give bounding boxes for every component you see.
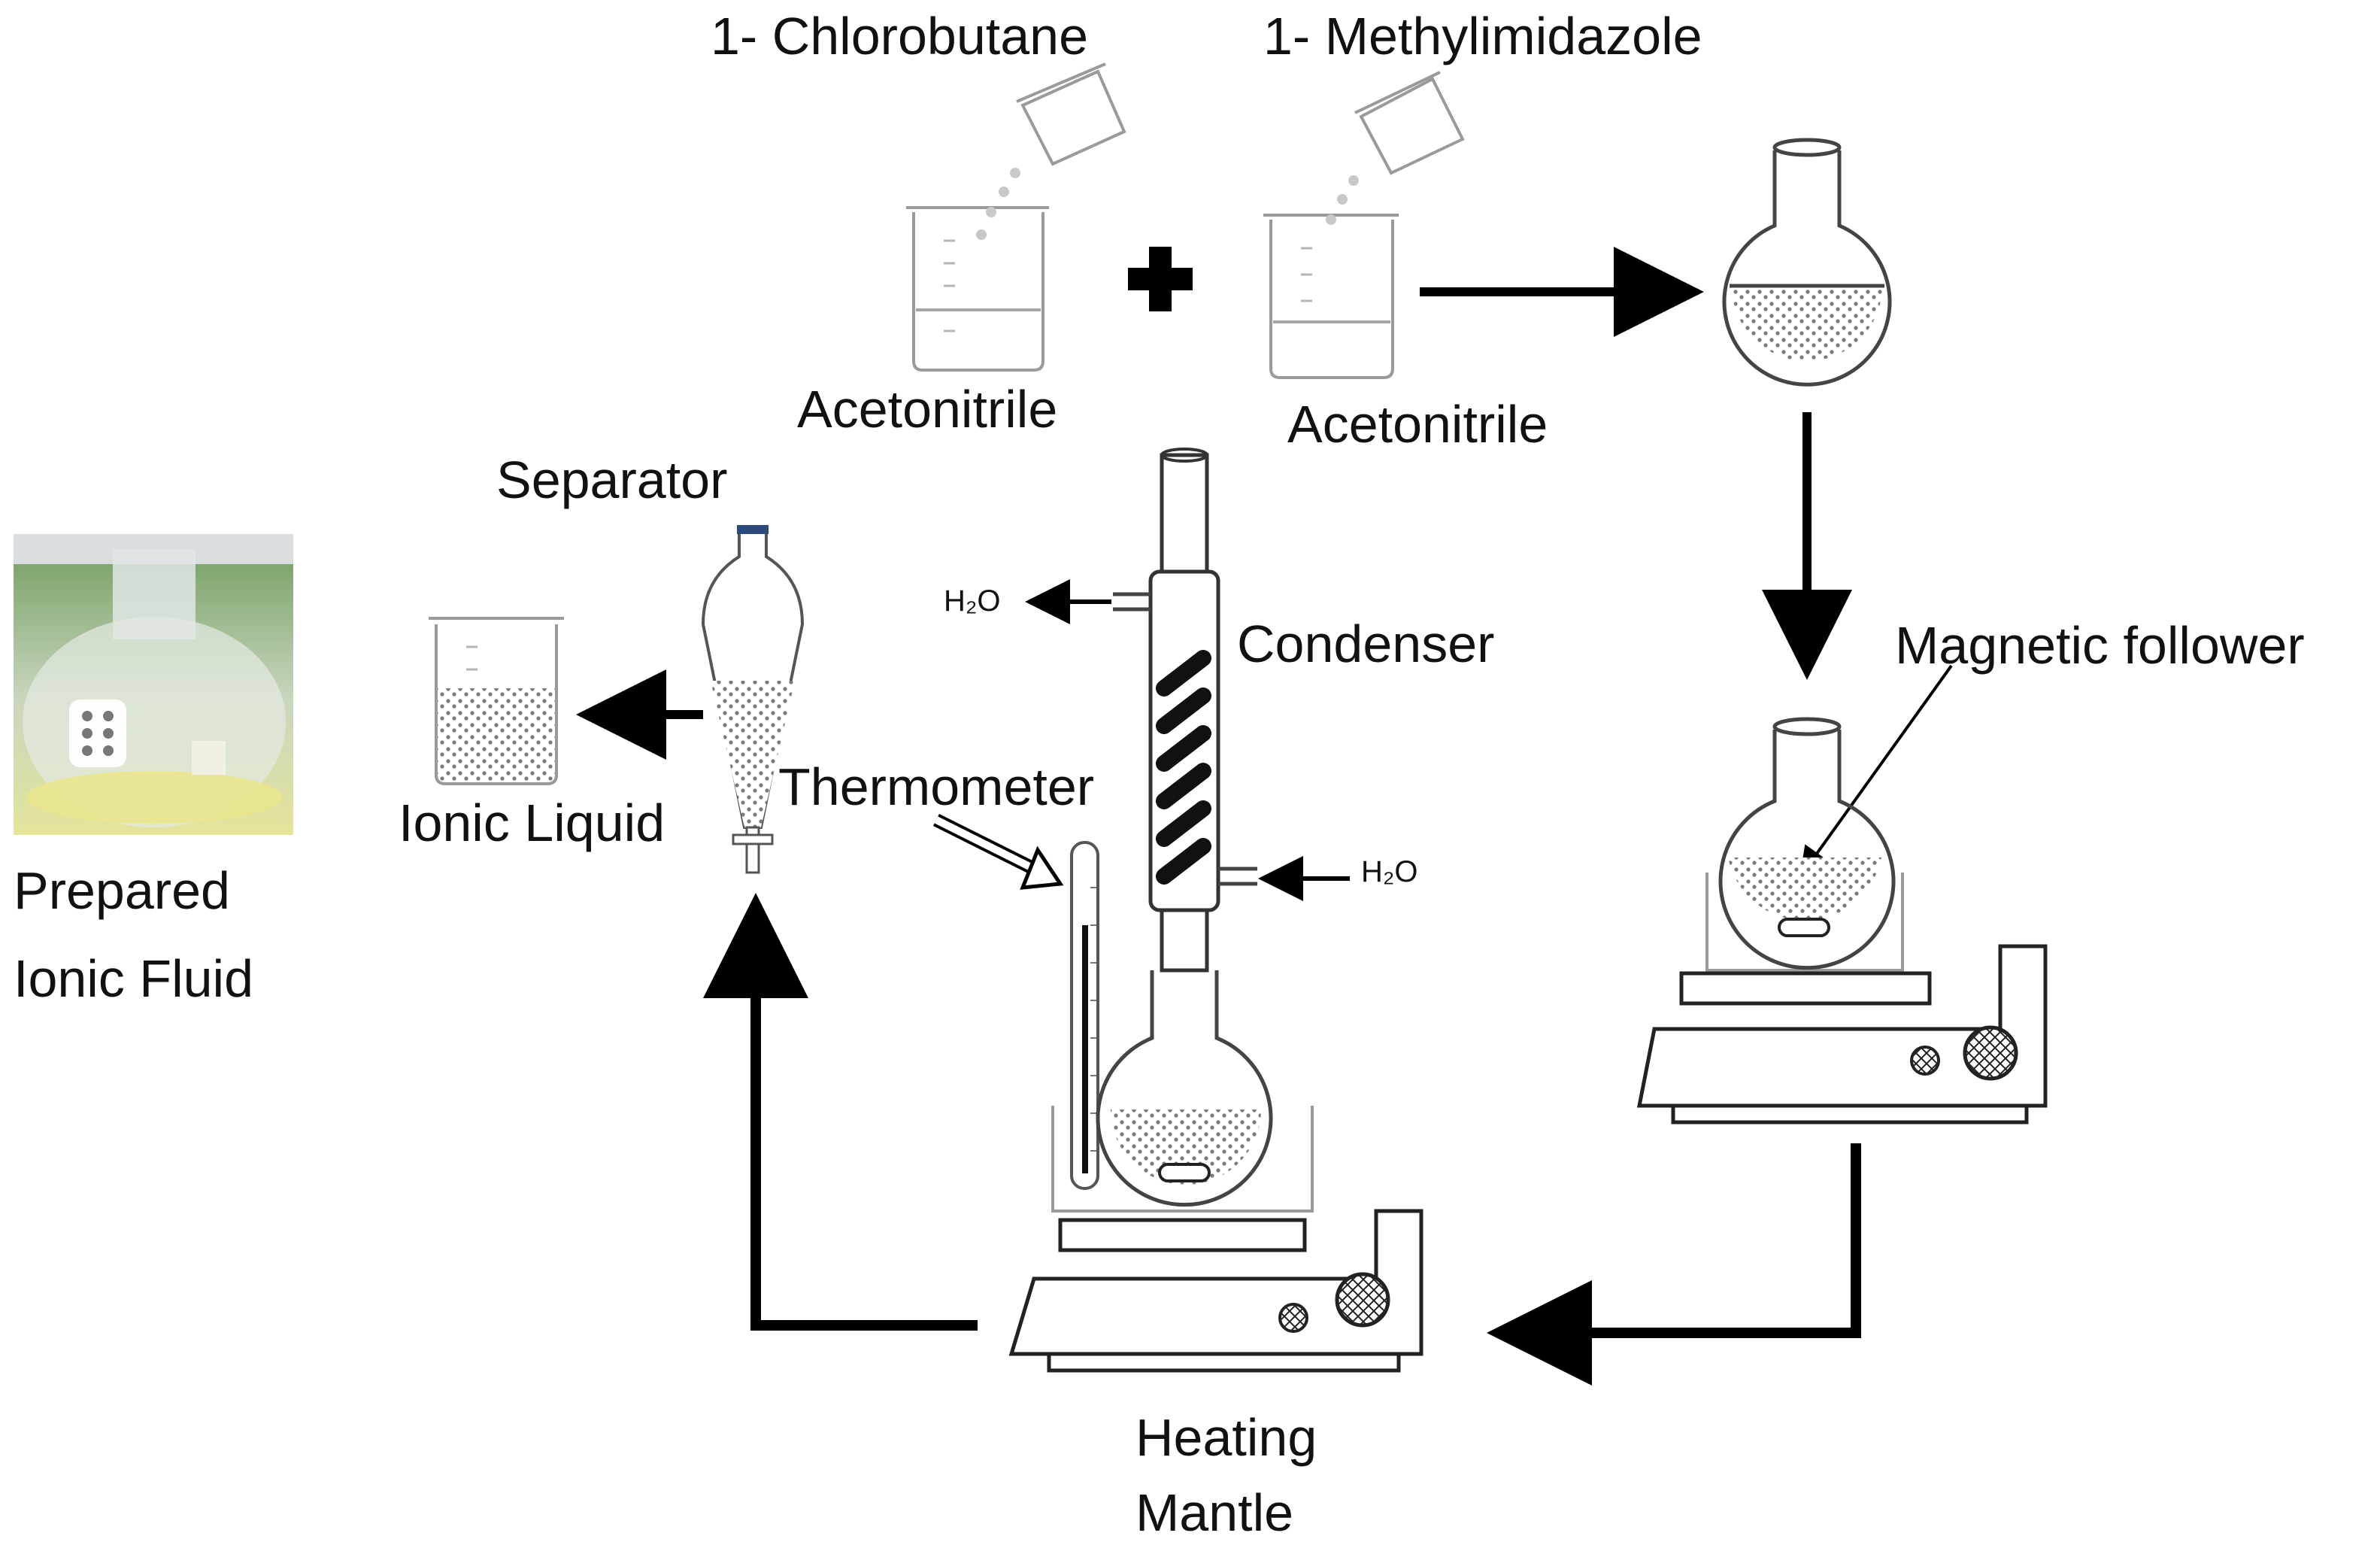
methylimidazole-label: 1- Methylimidazole xyxy=(1263,7,1702,65)
ionic-liquid-beaker xyxy=(429,617,564,785)
water-in-label: H₂O xyxy=(1361,855,1418,888)
flask-photo xyxy=(14,534,293,835)
heating-label-line1: Heating xyxy=(1135,1408,1317,1467)
condenser xyxy=(1113,448,1257,973)
separatory-funnel xyxy=(701,525,805,874)
separator-label: Separator xyxy=(496,451,727,509)
acetonitrile-right-label: Acetonitrile xyxy=(1287,395,1548,454)
condenser-label: Condenser xyxy=(1237,615,1494,673)
pouring-beaker-methylimidazole xyxy=(1326,71,1465,225)
heating-mantle-assembly xyxy=(1008,970,1423,1373)
round-bottom-flask-top xyxy=(1722,138,1892,387)
thermometer-pointer-head xyxy=(1020,845,1064,890)
thermometer xyxy=(1070,841,1099,1190)
dice-icon xyxy=(69,700,126,767)
prepared-label-line2: Ionic Fluid xyxy=(14,949,253,1008)
ionic-liquid-label: Ionic Liquid xyxy=(399,794,665,852)
arrow-to-heating-mantle xyxy=(1487,1143,1861,1386)
acetonitrile-left-label: Acetonitrile xyxy=(797,380,1057,439)
heating-label-line2: Mantle xyxy=(1135,1483,1293,1542)
thermometer-pointer-fill xyxy=(934,816,1044,876)
thermometer-label: Thermometer xyxy=(778,757,1094,816)
plus-icon xyxy=(1128,247,1193,311)
arrow-to-separator xyxy=(703,893,978,1331)
chlorobutane-label: 1- Chlorobutane xyxy=(711,7,1088,65)
beaker-acetonitrile-right xyxy=(1263,214,1399,379)
beaker-acetonitrile-left xyxy=(906,206,1049,372)
prepared-label-line1: Prepared xyxy=(14,861,230,920)
magnetic-follower-pointer xyxy=(1799,664,1953,878)
pouring-beaker-chlorobutane xyxy=(976,62,1126,240)
magnetic-stirrer-right xyxy=(1636,717,2048,1125)
magnetic-follower-label: Magnetic follower xyxy=(1895,616,2305,675)
water-out-label: H₂O xyxy=(944,584,1001,618)
